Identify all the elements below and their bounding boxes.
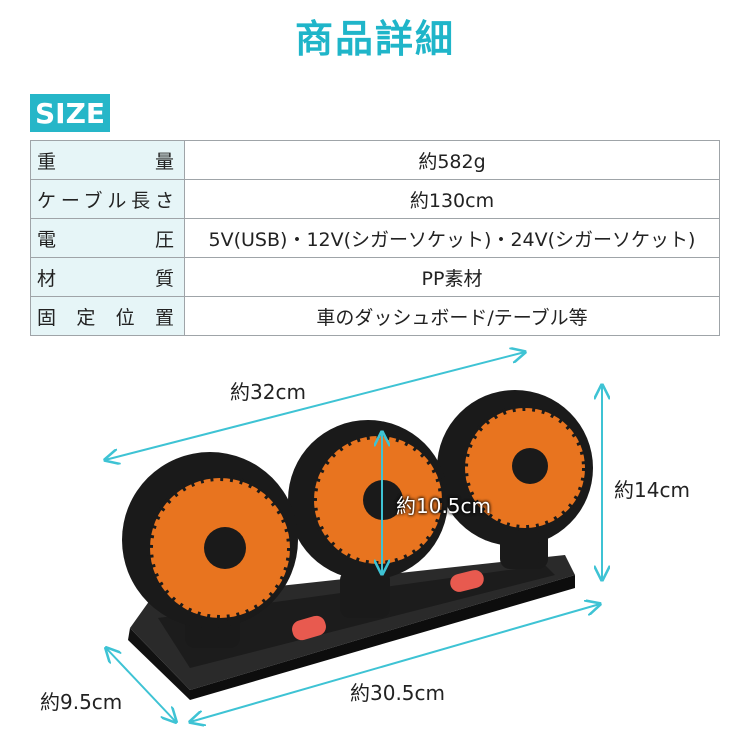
dim-arrow-base: [190, 604, 600, 722]
spec-key-cable: ケーブル長さ: [30, 179, 185, 219]
table-row: 電 圧 5V(USB)・12V(シガーソケット)・24V(シガーソケット): [30, 218, 720, 258]
dim-label-width-top: 約32cm: [230, 380, 306, 404]
table-row: ケーブル長さ 約130cm: [30, 179, 720, 219]
spec-key-voltage: 電 圧: [30, 218, 185, 258]
dim-arrow-depth: [106, 648, 176, 722]
table-row: 固定位置 車のダッシュボード/テーブル等: [30, 296, 720, 336]
table-row: 材 質 PP素材: [30, 257, 720, 297]
dim-label-height: 約14cm: [614, 478, 690, 502]
spec-key-mount: 固定位置: [30, 296, 185, 336]
dim-arrow-width-top: [105, 352, 525, 460]
spec-value-material: PP素材: [184, 257, 720, 297]
dim-label-fan-diameter: 約10.5cm: [396, 494, 492, 518]
spec-table: 重 量 約582g ケーブル長さ 約130cm 電 圧 5V(USB)・12V(…: [30, 140, 720, 336]
product-illustration: [0, 340, 750, 750]
page-title: 商品詳細: [294, 17, 455, 61]
spec-value-weight: 約582g: [184, 140, 720, 180]
spec-value-mount: 車のダッシュボード/テーブル等: [184, 296, 720, 336]
fan-right: [437, 390, 593, 546]
power-button-right: [450, 570, 484, 592]
spec-key-weight: 重 量: [30, 140, 185, 180]
spec-value-voltage: 5V(USB)・12V(シガーソケット)・24V(シガーソケット): [184, 218, 720, 258]
size-badge: SIZE: [30, 94, 110, 132]
dim-label-depth: 約9.5cm: [40, 690, 123, 714]
spec-key-material: 材 質: [30, 257, 185, 297]
spec-value-cable: 約130cm: [184, 179, 720, 219]
fan-left: [122, 452, 298, 628]
dim-label-base-width: 約30.5cm: [350, 681, 446, 705]
table-row: 重 量 約582g: [30, 140, 720, 180]
